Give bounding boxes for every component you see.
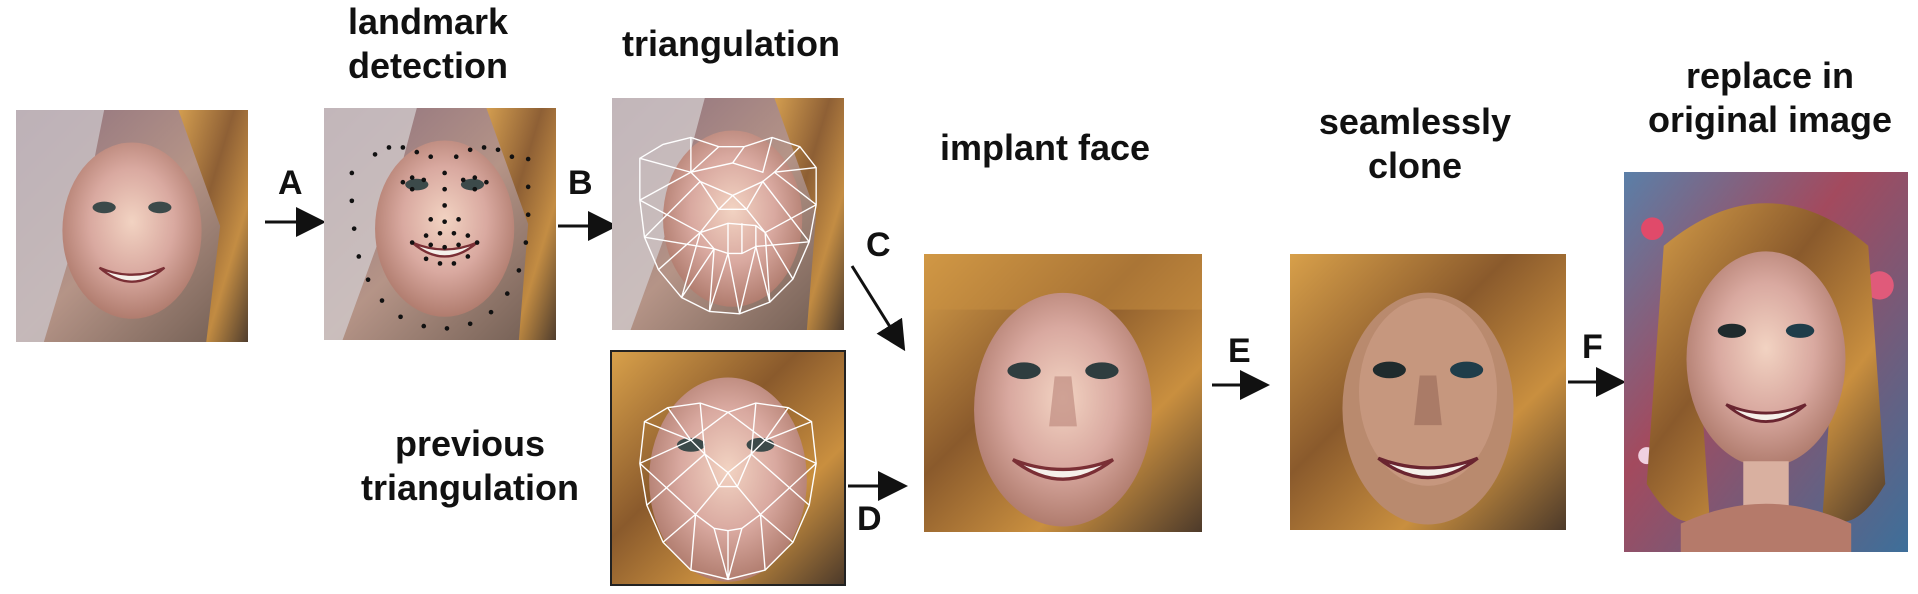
- step-letter-d: D: [857, 500, 882, 538]
- label-previous-triangulation: previous triangulation: [361, 423, 579, 508]
- replaced-original-image: [1624, 172, 1908, 552]
- arrow-c: [850, 265, 906, 352]
- step-letter-b: B: [568, 164, 593, 202]
- label-implant-face: implant face: [939, 127, 1151, 168]
- label-landmark-detection: landmark detection: [347, 1, 509, 86]
- seamless-clone-image: [1290, 254, 1566, 530]
- previous-triangulation-mesh: [639, 402, 817, 581]
- label-seamlessly-clone: seamlessly clone: [1318, 101, 1512, 186]
- landmark-points: [349, 145, 531, 331]
- step-letter-a: A: [278, 164, 303, 202]
- triangulation-mesh: [639, 136, 817, 315]
- label-replace-original: replace in original image: [1647, 55, 1893, 140]
- step-letter-e: E: [1228, 332, 1251, 370]
- implant-face-image: [924, 254, 1202, 532]
- label-triangulation: triangulation: [622, 23, 840, 64]
- step-letter-f: F: [1582, 328, 1603, 366]
- step-letter-c: C: [866, 226, 891, 264]
- landmark-detection-image: [324, 108, 556, 340]
- original-face-image: [16, 110, 248, 342]
- triangulation-image: [612, 98, 844, 330]
- previous-triangulation-image: [610, 350, 846, 586]
